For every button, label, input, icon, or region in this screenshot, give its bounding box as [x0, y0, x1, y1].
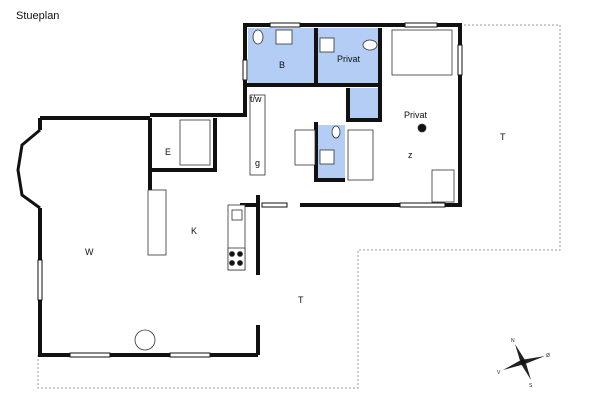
fixtures: [134, 29, 455, 351]
room-label-utility: t/w: [250, 94, 262, 104]
walls: [16, 23, 462, 357]
compass-rose-icon: N Ø S V: [497, 338, 550, 389]
stairs-lower: [147, 189, 167, 256]
room-label-bathroom: B: [279, 60, 285, 70]
room-label-living: W: [85, 247, 94, 257]
room-label-terrace-east: T: [500, 132, 506, 142]
utility-counter: [249, 94, 266, 176]
compass-w: V: [497, 370, 501, 376]
room-label-wardrobe: g: [255, 158, 260, 168]
stairs: [347, 129, 374, 181]
table: [134, 329, 156, 351]
compass-s: S: [529, 383, 533, 389]
room-label-kitchen: K: [191, 226, 197, 236]
terrace-outline: [37, 24, 561, 389]
room-label-entrance: E: [165, 147, 171, 157]
room-label-bedroom: z: [408, 150, 413, 160]
stairs-entrance: [179, 119, 211, 166]
double-bed: [391, 29, 453, 76]
room-label-terrace-south: T: [298, 295, 304, 305]
compass-e: Ø: [546, 353, 550, 359]
room-label-private-toilet: Privat: [337, 54, 361, 64]
plan-title: Stueplan: [16, 10, 60, 22]
compass-n: N: [511, 338, 515, 344]
windows: [37, 22, 463, 358]
room-label-bedroom-private: Privat: [404, 110, 428, 120]
